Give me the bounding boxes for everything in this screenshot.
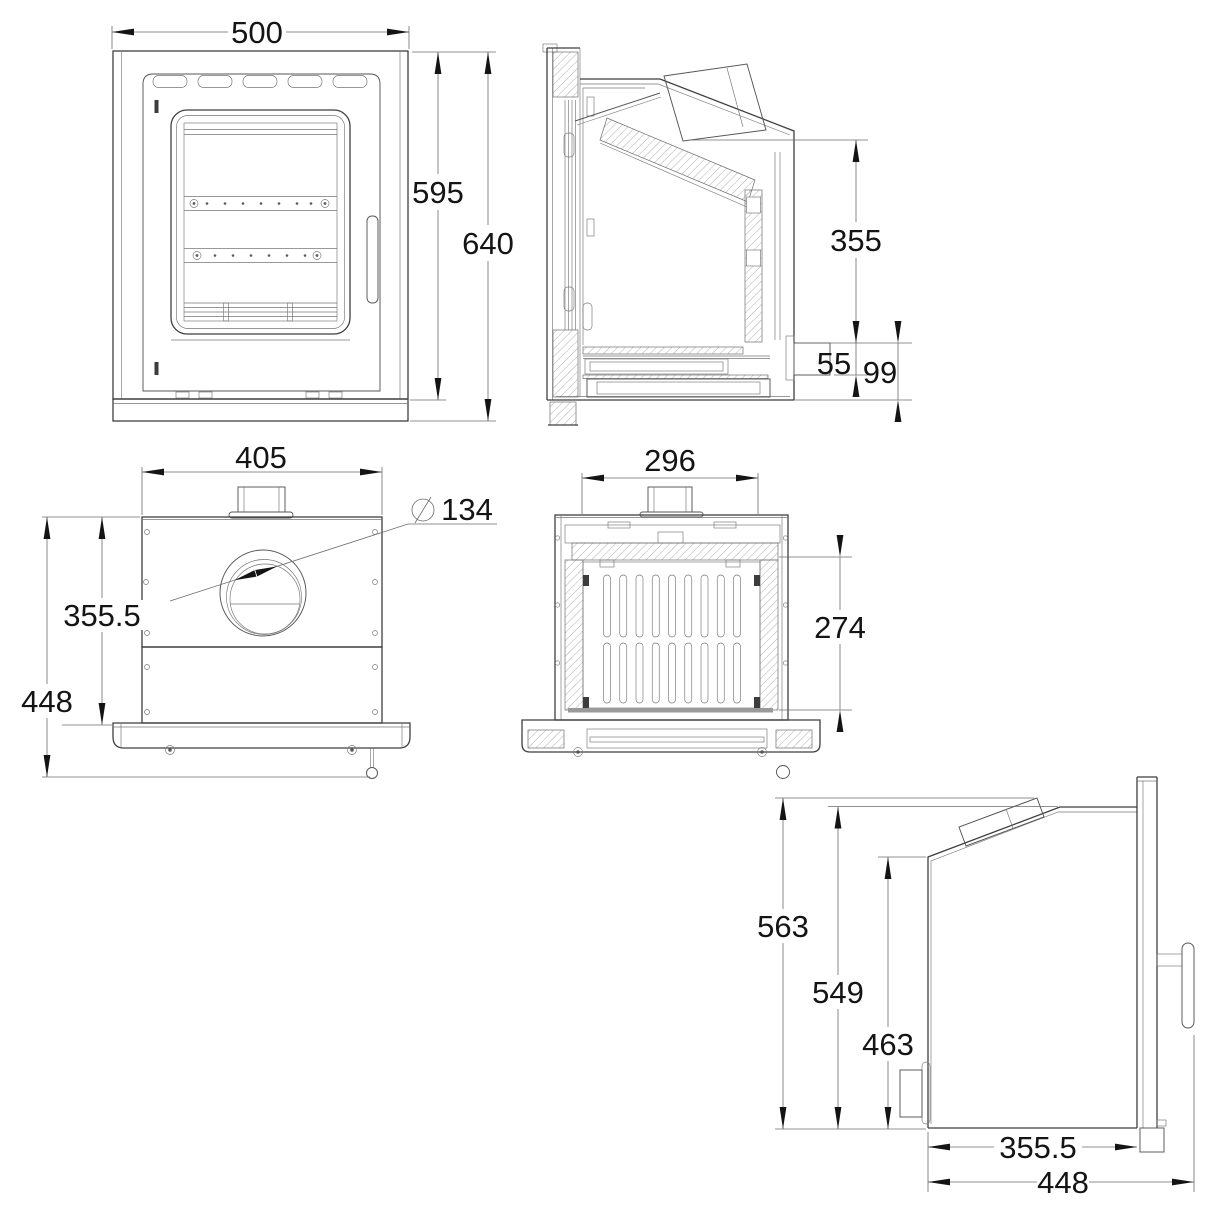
dim-label-448-side: 448 — [1037, 1165, 1089, 1200]
lintel-brick — [571, 542, 779, 561]
hinge-upper — [154, 100, 159, 113]
section-flue-collar — [647, 486, 693, 513]
dim-label-99: 99 — [863, 355, 897, 390]
grate-front-bar — [568, 708, 773, 713]
side-view: 563 549 463 355.5 — [757, 776, 1195, 1200]
dim-label-55: 55 — [817, 346, 851, 381]
flue-hole-inner — [229, 563, 301, 635]
air-deflector — [574, 92, 661, 122]
front-frame-top-section — [552, 51, 579, 98]
side-rear-spigot — [899, 1069, 923, 1118]
top-vent-slots — [152, 75, 368, 88]
rear-tray — [112, 722, 411, 749]
side-body-outline — [927, 806, 1137, 1128]
dim-front-width: 500 — [111, 15, 410, 50]
front-section-view: 296 274 — [521, 443, 866, 779]
dim-shoulder-height: 463 — [862, 857, 914, 1129]
dim-body-depth: 355.5 — [927, 1130, 1137, 1192]
liner-slots — [603, 574, 741, 704]
hinge-lower — [154, 362, 159, 375]
right-side-brick — [759, 559, 779, 711]
door — [170, 109, 351, 341]
front-foot-section — [549, 401, 577, 426]
rear-flue-collar — [237, 486, 286, 513]
dim-flue-diameter: 134 — [169, 492, 497, 602]
dim-rear-width: 405 — [141, 440, 383, 515]
dim-overall-depth: 448 — [928, 1035, 1195, 1200]
bottom-trim-tabs — [175, 391, 343, 399]
door-glass — [183, 122, 338, 322]
dim-outlet-drop: 355 — [690, 139, 882, 343]
dim-label-549: 549 — [812, 975, 864, 1010]
front-panel — [142, 73, 381, 392]
dim-outlet-base-height: 99 — [794, 321, 912, 422]
dim-flue-top-height: 563 — [757, 798, 809, 1129]
rear-upper-panel — [141, 516, 383, 648]
dim-outlet-height: 55 — [798, 342, 912, 397]
base-liner-section — [582, 346, 744, 355]
dim-label-405: 405 — [235, 440, 287, 475]
dim-label-448-rear: 448 — [21, 684, 73, 719]
dim-rear-overall-height: 448 — [21, 517, 370, 778]
front-plate-foot — [1139, 1127, 1165, 1153]
dim-label-355: 355 — [830, 223, 882, 258]
door-handle — [366, 215, 379, 304]
dim-firebox-height: 274 — [779, 535, 866, 732]
ash-pan-pull-knob — [366, 767, 378, 779]
dim-label-355-5: 355.5 — [63, 598, 141, 633]
dim-label-296: 296 — [644, 443, 696, 478]
plinth — [112, 398, 409, 422]
section-screw-holes — [554, 535, 789, 666]
dim-label-500: 500 — [231, 15, 283, 50]
left-side-brick — [564, 559, 584, 711]
dim-label-274: 274 — [814, 610, 866, 645]
dim-label-563: 563 — [757, 909, 809, 944]
rear-view: 405 134 355.5 4 — [21, 440, 497, 779]
flue-hole-outer — [219, 549, 307, 637]
baffle-section — [599, 117, 756, 203]
front-frame-bottom-section — [552, 329, 579, 398]
dim-label-595: 595 — [412, 175, 464, 210]
dim-top-height: 549 — [812, 806, 864, 1129]
dim-front-plate-height: 595 — [410, 51, 496, 401]
dim-label-134: 134 — [441, 492, 493, 527]
damper-knob — [776, 765, 790, 779]
rear-lower-panel — [141, 646, 383, 724]
body-outline — [580, 78, 795, 343]
dim-rear-body-height: 355.5 — [42, 516, 144, 726]
diameter-symbol — [411, 496, 435, 524]
rear-screw-holes — [143, 529, 378, 715]
ash-pan-section — [584, 358, 729, 375]
side-section-view: 355 55 99 — [542, 43, 912, 426]
dim-label-463: 463 — [862, 1027, 914, 1062]
section-tray — [521, 719, 821, 753]
dim-overall-height: 640 — [410, 52, 514, 422]
dim-firebox-width: 296 — [581, 443, 759, 514]
side-door-handle — [1181, 942, 1195, 1029]
dim-label-355-5-side: 355.5 — [999, 1130, 1077, 1165]
front-view: 500 595 640 — [111, 15, 514, 422]
side-flue-collar — [958, 797, 1045, 847]
dim-label-640: 640 — [462, 226, 514, 261]
flue-collar-section — [663, 63, 767, 142]
